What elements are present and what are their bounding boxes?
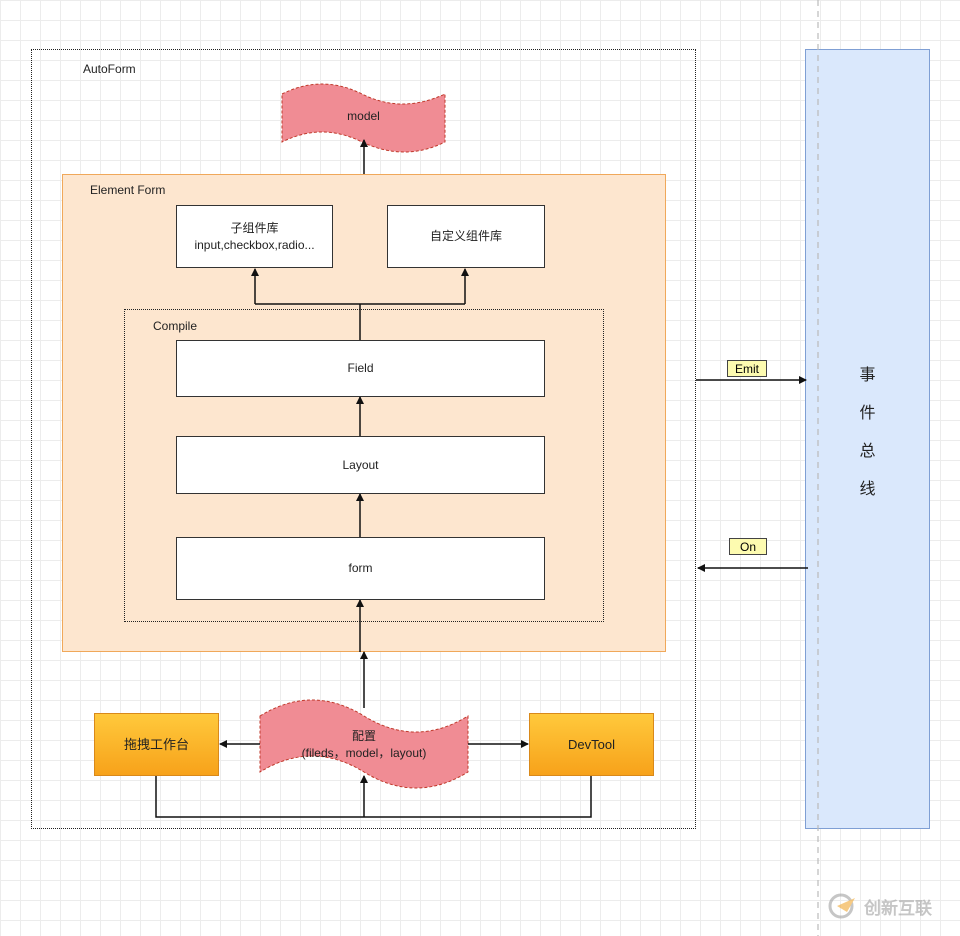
element-form-label: Element Form (90, 183, 166, 197)
sub-library-title: 子组件库 (230, 221, 279, 236)
custom-component-library-box[interactable]: 自定义组件库 (387, 205, 545, 268)
event-bus-char: 线 (859, 481, 876, 498)
sub-library-items: input,checkbox,radio... (194, 237, 315, 252)
event-bus-char: 总 (859, 443, 876, 460)
compile-label: Compile (153, 319, 198, 333)
model-label: model (347, 108, 380, 123)
layout-label: Layout (342, 457, 379, 472)
watermark-logo-icon (828, 893, 855, 919)
drag-workbench-label: 拖拽工作台 (123, 736, 189, 752)
emit-tag: Emit (727, 360, 767, 377)
drag-workbench-box[interactable]: 拖拽工作台 (94, 713, 219, 776)
watermark: 创新互联 (828, 893, 932, 919)
field-label: Field (347, 361, 374, 376)
config-fields: (fileds，model，layout) (301, 746, 427, 760)
config-label: 配置 (fileds，model，layout) (262, 722, 466, 768)
devtool-box[interactable]: DevTool (529, 713, 654, 776)
watermark-text: 创新互联 (864, 898, 932, 918)
event-bus-label: 事 件 总 线 (805, 368, 930, 498)
custom-library-label: 自定义组件库 (429, 229, 502, 244)
config-title: 配置 (351, 729, 376, 744)
on-tag: On (729, 538, 767, 555)
field-box[interactable]: Field (176, 340, 545, 397)
devtool-label: DevTool (568, 736, 615, 752)
layout-box[interactable]: Layout (176, 436, 545, 494)
form-box[interactable]: form (176, 537, 545, 600)
event-bus-char: 件 (859, 405, 876, 422)
event-bus-char: 事 (859, 367, 876, 384)
autoform-label: AutoForm (83, 62, 136, 76)
form-label: form (348, 561, 373, 576)
event-bus (805, 49, 930, 829)
autoform-container (31, 49, 696, 829)
sub-component-library-box[interactable]: 子组件库 input,checkbox,radio... (176, 205, 333, 268)
